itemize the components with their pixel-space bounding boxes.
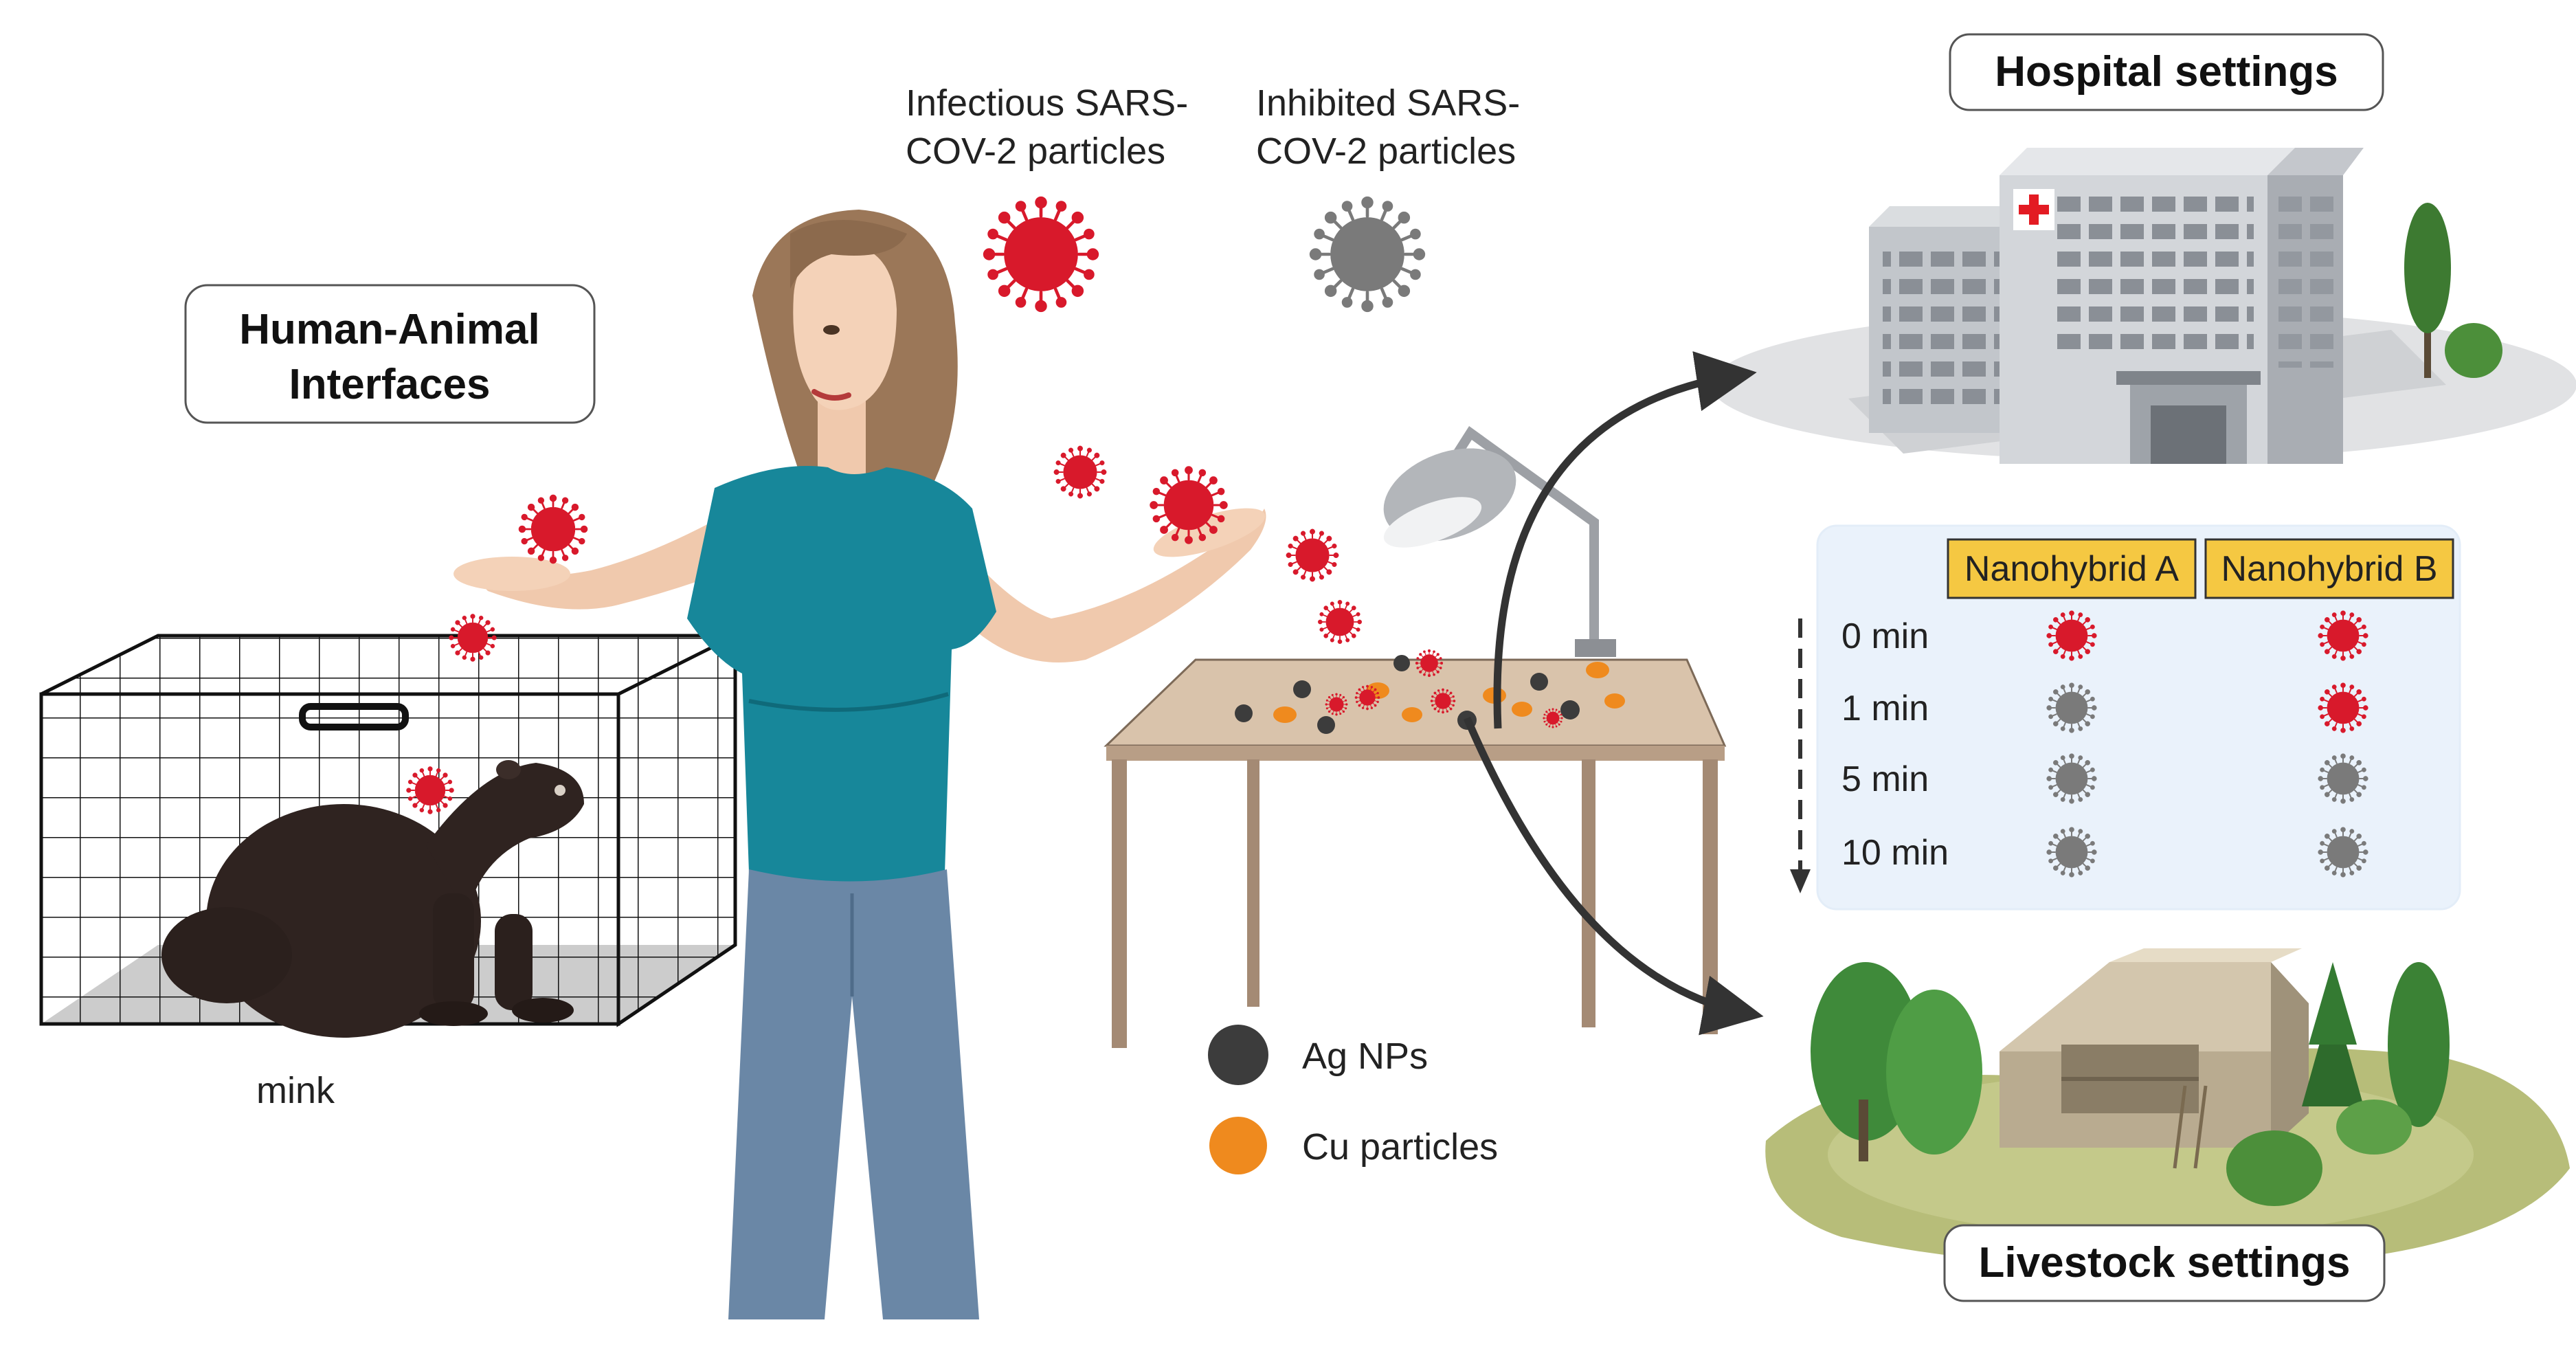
ag-legend-marker bbox=[1208, 1025, 1268, 1085]
time-label: 0 min bbox=[1841, 616, 1929, 656]
inhibited-virus-icon bbox=[2046, 826, 2098, 878]
inhibited-virus-icon bbox=[2046, 682, 2098, 734]
livestock-title: Livestock settings bbox=[1979, 1239, 2351, 1286]
infectious-virus-icon bbox=[2317, 610, 2369, 662]
table-rows: 0 min 1 min 5 min 10 min bbox=[1841, 610, 2369, 878]
cu-legend-label: Cu particles bbox=[1302, 1126, 1498, 1168]
column-header-a-box bbox=[1947, 538, 2197, 599]
particle-legend: Ag NPs Cu particles bbox=[1208, 1025, 1498, 1174]
woman-illustration bbox=[453, 210, 1266, 1319]
time-label: 10 min bbox=[1841, 833, 1949, 873]
column-header-b: Nanohybrid B bbox=[2221, 549, 2437, 589]
distribution-arrows bbox=[1463, 351, 1764, 1036]
infectious-virus-icon bbox=[983, 197, 1098, 311]
cu-legend-marker bbox=[1209, 1117, 1267, 1174]
column-header-b-box bbox=[2204, 538, 2454, 599]
nanohybrid-panel: Nanohybrid A Nanohybrid B 0 min 1 min 5 mi… bbox=[1790, 524, 2461, 911]
time-label: 5 min bbox=[1841, 759, 1929, 799]
inhibited-label-line1: Inhibited SARS- bbox=[1256, 82, 1520, 124]
arrow-to-hospital bbox=[1493, 351, 1757, 729]
arrow-to-livestock bbox=[1463, 716, 1764, 1036]
time-axis-arrowhead-icon bbox=[1790, 869, 1811, 893]
time-label: 1 min bbox=[1841, 689, 1929, 728]
infectious-label-line2: COV-2 particles bbox=[906, 131, 1165, 172]
infectious-virus-icon bbox=[2046, 610, 2098, 662]
human-animal-title-box: Human-Animal Interfaces bbox=[184, 284, 596, 424]
hospital-title: Hospital settings bbox=[1995, 48, 2338, 96]
table-particles bbox=[1235, 649, 1625, 734]
human-animal-title-line1: Human-Animal bbox=[239, 306, 539, 353]
inhibited-virus-icon bbox=[2046, 752, 2098, 805]
hospital-title-box: Hospital settings bbox=[1949, 33, 2384, 111]
lamp-illustration bbox=[1383, 425, 1616, 657]
infectious-label-line1: Infectious SARS- bbox=[906, 82, 1188, 124]
inhibited-virus-icon bbox=[2317, 752, 2369, 805]
mink-illustration bbox=[161, 760, 584, 1038]
table-illustration bbox=[1104, 658, 1727, 1048]
column-header-a: Nanohybrid A bbox=[1964, 549, 2180, 589]
mink-label: mink bbox=[256, 1070, 335, 1111]
livestock-title-box: Livestock settings bbox=[1943, 1224, 2386, 1302]
human-animal-title-line2: Interfaces bbox=[289, 361, 491, 408]
virus-legend: Infectious SARS- COV-2 particles Inhibit… bbox=[906, 82, 1520, 312]
ag-legend-label: Ag NPs bbox=[1302, 1036, 1428, 1077]
inhibited-virus-icon bbox=[1310, 197, 1424, 311]
inhibited-label-line2: COV-2 particles bbox=[1256, 131, 1516, 172]
inhibited-virus-icon bbox=[2317, 826, 2369, 878]
infectious-virus-icon bbox=[2317, 682, 2369, 734]
hospital-illustration bbox=[1711, 148, 2576, 464]
livestock-illustration bbox=[1765, 948, 2570, 1268]
